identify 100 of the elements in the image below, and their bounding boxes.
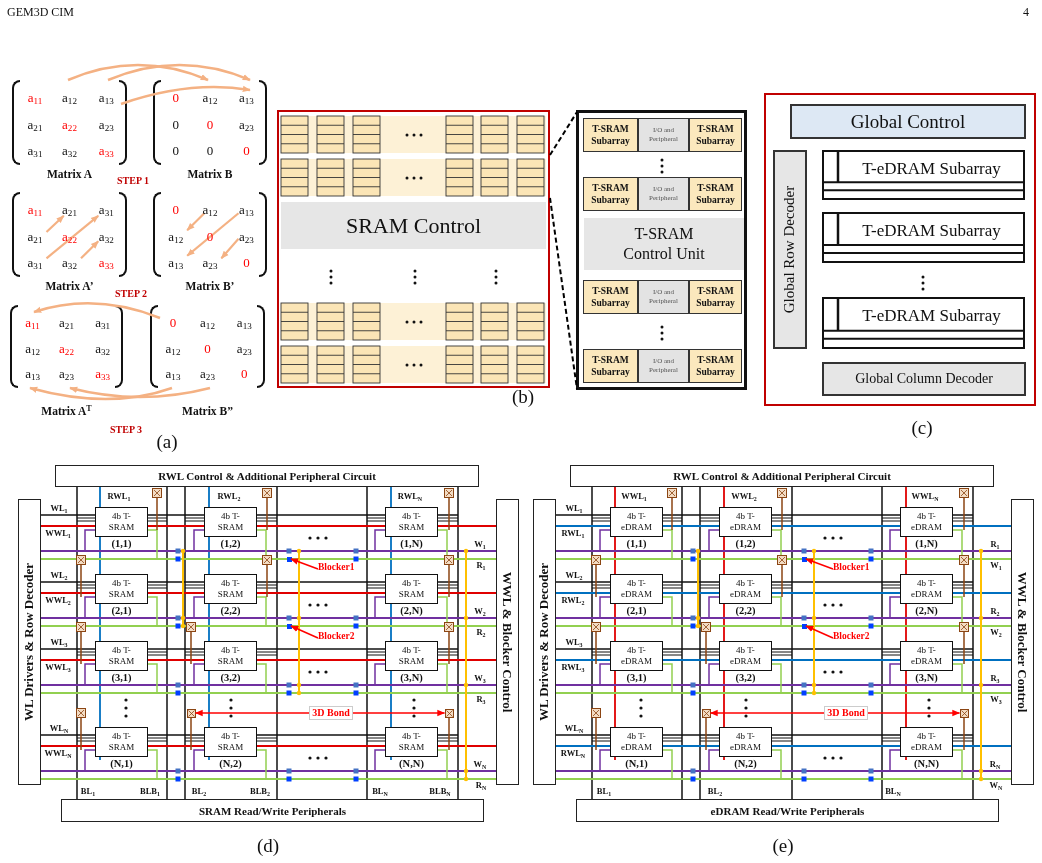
block-label: 4b T-SRAM bbox=[397, 577, 426, 601]
signal-label: WWL$_{1}$ bbox=[45, 528, 71, 538]
cell-index-label: (2,1) bbox=[626, 605, 647, 617]
matrix-entry: 0 bbox=[172, 143, 180, 157]
matrix-entry: a$_{32}$ bbox=[95, 341, 111, 355]
blocker-square bbox=[801, 623, 807, 629]
matrix-entry: a$_{32}$ bbox=[98, 229, 114, 243]
control-bar bbox=[1011, 499, 1034, 785]
matrix-entry: a$_{13}$ bbox=[168, 255, 184, 269]
memory-cell bbox=[385, 727, 438, 757]
signal-label: R$_{1}$ bbox=[990, 539, 1000, 549]
matrix-entry: a$_{12}$ bbox=[168, 229, 184, 243]
signal-label: WL$_{2}$ bbox=[565, 570, 583, 580]
signal-label: WL$_{1}$ bbox=[565, 503, 583, 513]
matrix-entry: a$_{31}$ bbox=[95, 315, 111, 329]
block-label: T-SRAM Control Unit bbox=[622, 224, 706, 264]
curved-arrow bbox=[120, 85, 251, 106]
decoder-block bbox=[773, 150, 807, 349]
cell-index-label: (3,N) bbox=[915, 672, 938, 684]
block-label: T-SRAM Subarray bbox=[590, 353, 631, 379]
matrix-entry: 0 bbox=[204, 341, 211, 355]
matrix-entry: 0 bbox=[243, 143, 250, 157]
matrix-entry: a$_{23}$ bbox=[239, 117, 254, 131]
subarray-block bbox=[583, 280, 638, 314]
memory-cell bbox=[719, 727, 772, 757]
matrix-entry: 0 bbox=[169, 315, 177, 329]
cell-index-label: (1,N) bbox=[400, 538, 423, 550]
memory-cell bbox=[900, 727, 953, 757]
cell-index-label: (N,1) bbox=[625, 758, 648, 770]
subarray-block bbox=[689, 177, 742, 211]
block-label: Global Control bbox=[850, 110, 966, 133]
cell-index-label: (1,2) bbox=[220, 538, 241, 550]
block-label: WL Drivers & Row Decoder bbox=[536, 562, 553, 722]
matrix-entry: a$_{21}$ bbox=[27, 229, 43, 243]
signal-label: R$_{N}$ bbox=[989, 759, 1001, 769]
signal-label: WWL$_{N}$ bbox=[44, 748, 72, 758]
matrix-caption: Matrix B bbox=[187, 169, 233, 181]
peripheral-block bbox=[638, 118, 689, 152]
panel-frame bbox=[764, 93, 1036, 406]
matrix-entry: a$_{12}$ bbox=[202, 202, 218, 216]
cell-index-label: (3,2) bbox=[220, 672, 241, 684]
cell-index-label: (2,2) bbox=[735, 605, 756, 617]
memory-cell bbox=[95, 507, 148, 537]
block-label: 4b T-eDRAM bbox=[910, 577, 943, 601]
matrix-caption: Matrix B’ bbox=[185, 281, 235, 293]
block-label: 4b T-SRAM bbox=[107, 730, 136, 754]
signal-label: RWL$_{2}$ bbox=[217, 491, 241, 501]
matrix-entry: 0 bbox=[172, 90, 180, 104]
signal-label: W$_{1}$ bbox=[990, 560, 1002, 570]
signal-label: W$_{3}$ bbox=[474, 673, 486, 683]
step-label: STEP 2 bbox=[115, 289, 147, 299]
subarray-block bbox=[689, 118, 742, 152]
block-label: Global Row Decoder bbox=[781, 185, 799, 314]
leader-arrow bbox=[805, 558, 834, 570]
leader-arrow bbox=[290, 558, 319, 570]
control-bar bbox=[496, 499, 519, 785]
cell-index-label: (2,1) bbox=[111, 605, 132, 617]
leader-arrow bbox=[194, 709, 310, 717]
cell-index-label: (3,2) bbox=[735, 672, 756, 684]
memory-cell bbox=[385, 507, 438, 537]
block-label: 4b T-eDRAM bbox=[729, 510, 762, 534]
curved-arrow bbox=[29, 386, 173, 401]
signal-label: R$_{3}$ bbox=[990, 673, 1000, 683]
block-label: T-SRAM Subarray bbox=[695, 284, 736, 310]
block-label: T-SRAM Subarray bbox=[590, 181, 631, 207]
block-label: SRAM Read/Write Peripherals bbox=[198, 804, 347, 817]
signal-label: RWL$_{N}$ bbox=[397, 491, 423, 501]
control-band bbox=[281, 202, 546, 249]
bond-icon bbox=[959, 708, 969, 718]
matrix-entry: 0 bbox=[172, 202, 180, 216]
blocker-label: Blocker1 bbox=[318, 563, 355, 573]
block-label: 4b T-eDRAM bbox=[620, 577, 653, 601]
block-label: T-eDRAM Subarray bbox=[862, 221, 1001, 241]
signal-label: R$_{1}$ bbox=[476, 560, 486, 570]
blocker-label: Blocker1 bbox=[833, 563, 870, 573]
peripheral-bar bbox=[570, 465, 994, 487]
peripheral-bar bbox=[55, 465, 479, 487]
leader-arrow bbox=[805, 625, 834, 639]
matrix-entry: a$_{13}$ bbox=[236, 315, 252, 329]
block-label: 4b T-SRAM bbox=[397, 644, 426, 668]
leader-arrow bbox=[290, 625, 319, 639]
signal-label: WL$_{2}$ bbox=[50, 570, 68, 580]
signal-label: RWL$_{N}$ bbox=[560, 748, 586, 758]
matrix-entry: a$_{12}$ bbox=[62, 90, 77, 104]
block-label: 4b T-eDRAM bbox=[910, 730, 943, 754]
cell-index-label: (1,1) bbox=[626, 538, 647, 550]
leader-arrow bbox=[867, 709, 961, 717]
driver-bar bbox=[533, 499, 556, 785]
matrix-entry: 0 bbox=[241, 366, 248, 380]
signal-label: WWL$_{N}$ bbox=[911, 491, 939, 501]
bond-label: 3D Bond bbox=[824, 706, 868, 720]
leader-arrow bbox=[352, 709, 446, 717]
signal-label: WWL$_{2}$ bbox=[45, 595, 71, 605]
blocker-label: Blocker2 bbox=[318, 632, 355, 642]
matrix-caption: Matrix A$^{T}$ bbox=[41, 406, 92, 418]
signal-label: W$_{N}$ bbox=[473, 759, 487, 769]
block-label: WWL & Blocker Control bbox=[499, 571, 516, 713]
memory-cell bbox=[204, 574, 257, 604]
signal-label: R$_{2}$ bbox=[476, 627, 486, 637]
zoom-frame bbox=[576, 110, 747, 390]
